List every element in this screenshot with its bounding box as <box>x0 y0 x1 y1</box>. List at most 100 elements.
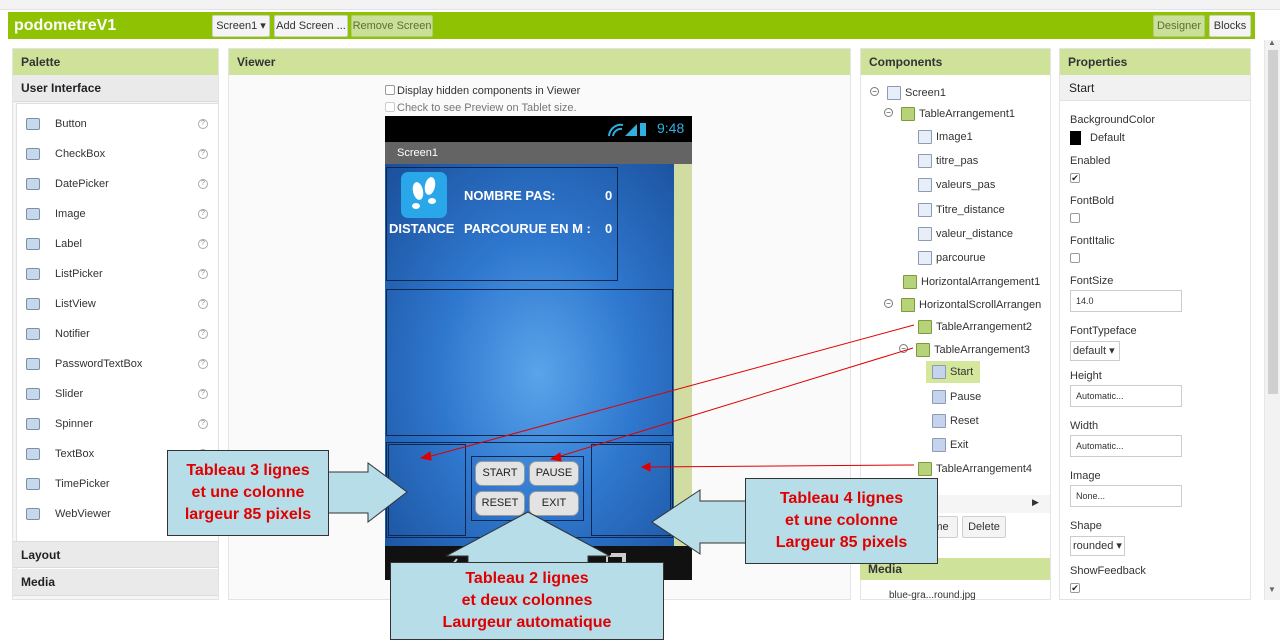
collapse-toggle-icon[interactable]: − <box>884 108 893 117</box>
help-icon[interactable]: ? <box>198 119 208 129</box>
scroll-right-icon[interactable]: ▶ <box>1032 497 1039 507</box>
palette-item-checkbox[interactable]: CheckBox? <box>17 139 217 169</box>
media-file-item[interactable]: blue-gra...round.jpg <box>889 590 976 601</box>
reset-button[interactable]: RESET <box>475 491 525 516</box>
component-horizontal-scroll[interactable]: HorizontalScrollArrangen <box>901 296 1046 316</box>
collapse-toggle-icon[interactable]: − <box>884 299 893 308</box>
pause-button[interactable]: PAUSE <box>529 461 579 486</box>
palette-item-passwordtextbox[interactable]: PasswordTextBox? <box>17 349 217 379</box>
image-input[interactable]: None... <box>1070 485 1182 507</box>
help-icon[interactable]: ? <box>198 149 208 159</box>
palette-category-media[interactable]: Media <box>13 569 218 596</box>
passwordtextbox-icon <box>26 358 40 370</box>
callout-table4-line2: et une colonne <box>785 512 898 529</box>
component-table1[interactable]: TableArrangement1 <box>901 105 1046 125</box>
webviewer-icon <box>26 508 40 520</box>
project-name: podometreV1 <box>14 17 117 34</box>
tablet-preview-checkbox[interactable] <box>385 102 395 112</box>
help-icon[interactable]: ? <box>198 329 208 339</box>
table-arrangement-4[interactable] <box>591 444 671 536</box>
start-button[interactable]: START <box>475 461 525 486</box>
titre-pas-label: NOMBRE PAS: <box>464 188 556 203</box>
scroll-up-icon[interactable]: ▲ <box>1268 38 1276 47</box>
component-valeurs-pas[interactable]: valeurs_pas <box>918 176 1046 196</box>
help-icon[interactable]: ? <box>198 269 208 279</box>
help-icon[interactable]: ? <box>198 419 208 429</box>
exit-button[interactable]: EXIT <box>529 491 579 516</box>
component-parcourue[interactable]: parcourue <box>918 249 1046 269</box>
component-table4[interactable]: TableArrangement4 <box>918 460 1046 480</box>
component-label: Titre_distance <box>936 204 1005 216</box>
palette-item-listview[interactable]: ListView? <box>17 289 217 319</box>
delete-button[interactable]: Delete <box>962 516 1006 538</box>
screen-dropdown[interactable]: Screen1 ▾ <box>212 15 270 37</box>
callout-table4-line3: Largeur 85 pixels <box>775 534 908 551</box>
palette-item-label: TimePicker <box>55 478 110 490</box>
background-color-value[interactable]: Default <box>1090 132 1125 144</box>
display-hidden-option[interactable]: Display hidden components in Viewer <box>385 85 580 97</box>
enabled-checkbox[interactable]: ✔ <box>1070 173 1080 183</box>
help-icon[interactable]: ? <box>198 389 208 399</box>
designer-button[interactable]: Designer <box>1153 15 1205 37</box>
palette-category-user-interface[interactable]: User Interface <box>13 75 218 102</box>
screen-canvas: NOMBRE PAS: 0 DISTANCE PARCOURUE EN M : … <box>385 164 692 546</box>
palette-category-layout[interactable]: Layout <box>13 541 218 568</box>
component-image1[interactable]: Image1 <box>918 128 1046 148</box>
component-table2[interactable]: TableArrangement2 <box>918 318 1046 338</box>
width-input[interactable]: Automatic... <box>1070 435 1182 457</box>
enabled-label: Enabled <box>1070 155 1111 167</box>
textbox-icon <box>26 448 40 460</box>
palette-item-button[interactable]: Button? <box>17 109 217 139</box>
shape-select[interactable]: rounded ▾ <box>1070 536 1125 556</box>
help-icon[interactable]: ? <box>198 239 208 249</box>
help-icon[interactable]: ? <box>198 299 208 309</box>
component-start[interactable]: Start <box>926 361 1046 383</box>
component-valeur-distance[interactable]: valeur_distance <box>918 225 1046 245</box>
fontsize-input[interactable]: 14.0 <box>1070 290 1182 312</box>
component-exit[interactable]: Exit <box>932 436 1046 456</box>
help-icon[interactable]: ? <box>198 209 208 219</box>
background-color-swatch[interactable] <box>1070 131 1081 145</box>
component-titre-distance[interactable]: Titre_distance <box>918 201 1046 221</box>
notifier-icon <box>26 328 40 340</box>
help-icon[interactable]: ? <box>198 359 208 369</box>
label-icon <box>918 178 932 192</box>
add-screen-button[interactable]: Add Screen ... <box>274 15 348 37</box>
scroll-down-icon[interactable]: ▼ <box>1268 585 1276 594</box>
fontitalic-checkbox[interactable] <box>1070 253 1080 263</box>
palette-item-listpicker[interactable]: ListPicker? <box>17 259 217 289</box>
horizontal-arrangement-1[interactable] <box>386 289 673 436</box>
component-table3[interactable]: TableArrangement3 <box>916 341 1046 361</box>
palette-item-spinner[interactable]: Spinner? <box>17 409 217 439</box>
blocks-button[interactable]: Blocks <box>1209 15 1251 37</box>
palette-item-datepicker[interactable]: DatePicker? <box>17 169 217 199</box>
component-screen1[interactable]: Screen1 <box>887 84 1046 104</box>
tablet-preview-option[interactable]: Check to see Preview on Tablet size. <box>385 102 577 114</box>
palette-item-image[interactable]: Image? <box>17 199 217 229</box>
fontbold-checkbox[interactable] <box>1070 213 1080 223</box>
component-horizontal1[interactable]: HorizontalArrangement1 <box>903 273 1046 293</box>
palette-item-webviewer[interactable]: WebViewer? <box>17 499 217 529</box>
height-input[interactable]: Automatic... <box>1070 385 1182 407</box>
page-scrollbar[interactable]: ▲ ▼ <box>1264 38 1280 600</box>
palette-item-slider[interactable]: Slider? <box>17 379 217 409</box>
display-hidden-checkbox[interactable] <box>385 85 395 95</box>
remove-screen-button[interactable]: Remove Screen <box>351 15 433 37</box>
component-pause[interactable]: Pause <box>932 388 1046 408</box>
scrollbar-thumb[interactable] <box>1268 50 1278 394</box>
palette-item-notifier[interactable]: Notifier? <box>17 319 217 349</box>
fonttypeface-select[interactable]: default ▾ <box>1070 341 1120 361</box>
screen-title-bar: Screen1 <box>385 142 692 164</box>
table-arrangement-1[interactable]: NOMBRE PAS: 0 DISTANCE PARCOURUE EN M : … <box>386 167 618 281</box>
palette-item-label[interactable]: Label? <box>17 229 217 259</box>
showfeedback-checkbox[interactable]: ✔ <box>1070 583 1080 593</box>
collapse-toggle-icon[interactable]: − <box>899 344 908 353</box>
table-arrangement-3[interactable]: START PAUSE RESET EXIT <box>471 456 584 521</box>
help-icon[interactable]: ? <box>198 179 208 189</box>
palette-item-label: Button <box>55 118 87 130</box>
component-reset[interactable]: Reset <box>932 412 1046 432</box>
parcourue-label: PARCOURUE EN M : <box>464 221 591 236</box>
component-titre-pas[interactable]: titre_pas <box>918 152 1046 172</box>
collapse-toggle-icon[interactable]: − <box>870 87 879 96</box>
